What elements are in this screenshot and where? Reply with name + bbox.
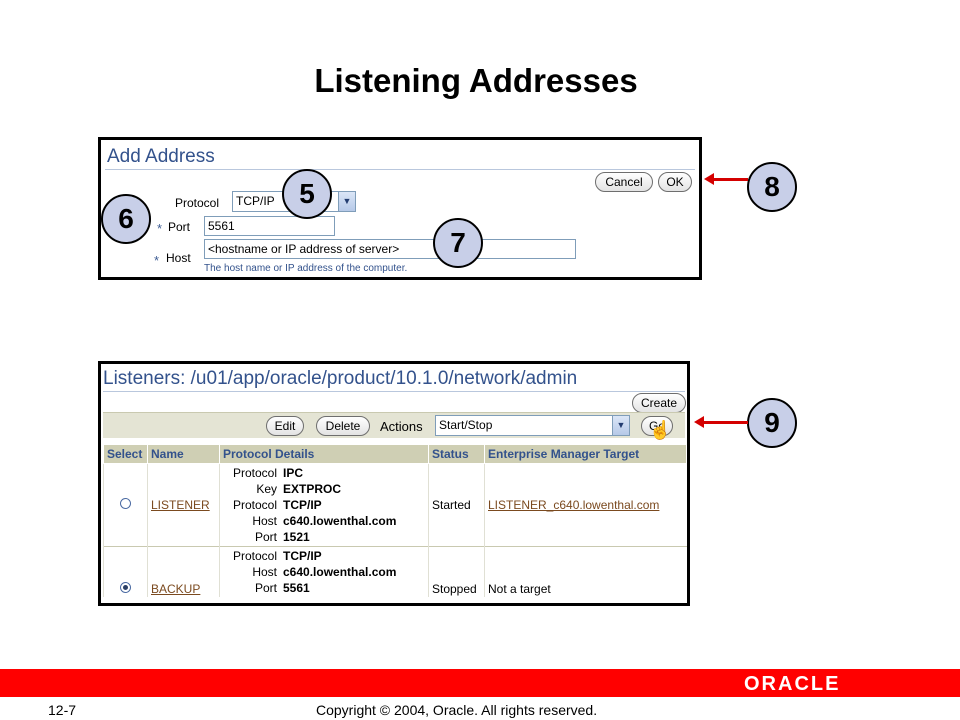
detail-value: c640.lowenthal.com <box>283 514 397 528</box>
actions-select-value: Start/Stop <box>439 418 493 432</box>
host-input[interactable]: <hostname or IP address of server> <box>204 239 576 259</box>
callout-9: 9 <box>747 398 797 448</box>
protocol-details-cell: Protocol TCP/IP Host c640.lowenthal.com … <box>219 546 429 597</box>
listener-name-link[interactable]: BACKUP <box>151 582 201 596</box>
detail-key: Key <box>256 482 277 496</box>
callout-6: 6 <box>101 194 151 244</box>
em-target-cell: LISTENER_c640.lowenthal.com <box>484 463 687 547</box>
title-divider <box>103 391 685 392</box>
column-header-protocol-details: Protocol Details <box>219 444 429 464</box>
callout-5: 5 <box>282 169 332 219</box>
callout-7: 7 <box>433 218 483 268</box>
ok-button[interactable]: OK <box>658 172 692 192</box>
name-cell: BACKUP <box>147 546 220 597</box>
detail-key: Host <box>252 514 277 528</box>
required-icon: * <box>154 253 160 268</box>
cancel-button[interactable]: Cancel <box>595 172 653 192</box>
detail-value: TCP/IP <box>283 498 322 512</box>
detail-value: c640.lowenthal.com <box>283 565 397 579</box>
callout-8: 8 <box>747 162 797 212</box>
add-address-panel: Add Address Cancel OK Protocol TCP/IP ▼ … <box>98 137 702 280</box>
status-cell: Stopped <box>428 546 485 597</box>
table-row: LISTENER Protocol IPC Key EXTPROC Protoc… <box>103 463 687 547</box>
oracle-logo: ORACLE <box>744 673 841 695</box>
title-divider <box>105 169 695 170</box>
hand-cursor-icon: ☝ <box>649 420 672 440</box>
listeners-panel: Listeners: /u01/app/oracle/product/10.1.… <box>98 361 690 606</box>
em-target-cell: Not a target <box>484 546 687 597</box>
slide-title: Listening Addresses <box>314 62 638 99</box>
detail-key: Protocol <box>232 466 277 480</box>
arrow-left-icon <box>704 173 714 185</box>
select-radio[interactable] <box>120 498 131 509</box>
delete-button[interactable]: Delete <box>316 416 370 436</box>
footer-bar <box>0 669 960 697</box>
actions-select[interactable]: Start/Stop ▼ <box>435 415 630 436</box>
table-header-row: Select Name Protocol Details Status Ente… <box>103 444 687 464</box>
copyright: Copyright © 2004, Oracle. All rights res… <box>316 702 598 718</box>
protocol-details-cell: Protocol IPC Key EXTPROC Protocol TCP/IP… <box>219 463 429 547</box>
page-number: 12-7 <box>48 702 77 718</box>
create-button[interactable]: Create <box>632 393 686 413</box>
listeners-table: Select Name Protocol Details Status Ente… <box>103 444 687 597</box>
chevron-down-icon[interactable]: ▼ <box>612 416 629 435</box>
host-hint: The host name or IP address of the compu… <box>204 263 408 274</box>
detail-value: TCP/IP <box>283 549 322 563</box>
detail-value: IPC <box>283 466 304 480</box>
detail-key: Protocol <box>232 549 277 563</box>
status-cell: Started <box>428 463 485 547</box>
listener-name-link[interactable]: LISTENER <box>151 498 210 512</box>
detail-key: Host <box>252 565 277 579</box>
table-row: BACKUP Protocol TCP/IP Host c640.lowenth… <box>103 546 687 597</box>
chevron-down-icon[interactable]: ▼ <box>338 192 355 211</box>
protocol-select-value: TCP/IP <box>236 194 275 208</box>
column-header-status[interactable]: Status <box>428 444 485 464</box>
required-icon: * <box>157 221 163 236</box>
port-input[interactable]: 5561 <box>204 216 335 236</box>
go-button[interactable]: Go <box>641 416 673 436</box>
arrow-left-icon <box>694 416 704 428</box>
em-target-link[interactable]: LISTENER_c640.lowenthal.com <box>488 498 660 512</box>
actions-label: Actions <box>380 419 423 434</box>
column-header-em-target[interactable]: Enterprise Manager Target <box>484 444 687 464</box>
port-label: Port <box>168 220 191 234</box>
listeners-title: Listeners: /u01/app/oracle/product/10.1.… <box>103 368 578 389</box>
select-cell <box>103 546 148 597</box>
select-radio[interactable] <box>120 582 131 593</box>
arrow-line-8 <box>712 178 748 181</box>
protocol-label: Protocol <box>175 196 220 210</box>
add-address-title: Add Address <box>107 146 215 167</box>
arrow-line-9 <box>702 421 748 424</box>
detail-value: 1521 <box>283 530 310 544</box>
detail-key: Port <box>254 530 277 544</box>
name-cell: LISTENER <box>147 463 220 547</box>
column-header-name[interactable]: Name <box>147 444 220 464</box>
detail-value: EXTPROC <box>283 482 342 496</box>
column-header-select: Select <box>103 444 148 464</box>
detail-value: 5561 <box>283 581 310 595</box>
host-label: Host <box>166 251 191 265</box>
edit-button[interactable]: Edit <box>266 416 304 436</box>
select-cell <box>103 463 148 547</box>
detail-key: Protocol <box>232 498 277 512</box>
detail-key: Port <box>254 581 277 595</box>
